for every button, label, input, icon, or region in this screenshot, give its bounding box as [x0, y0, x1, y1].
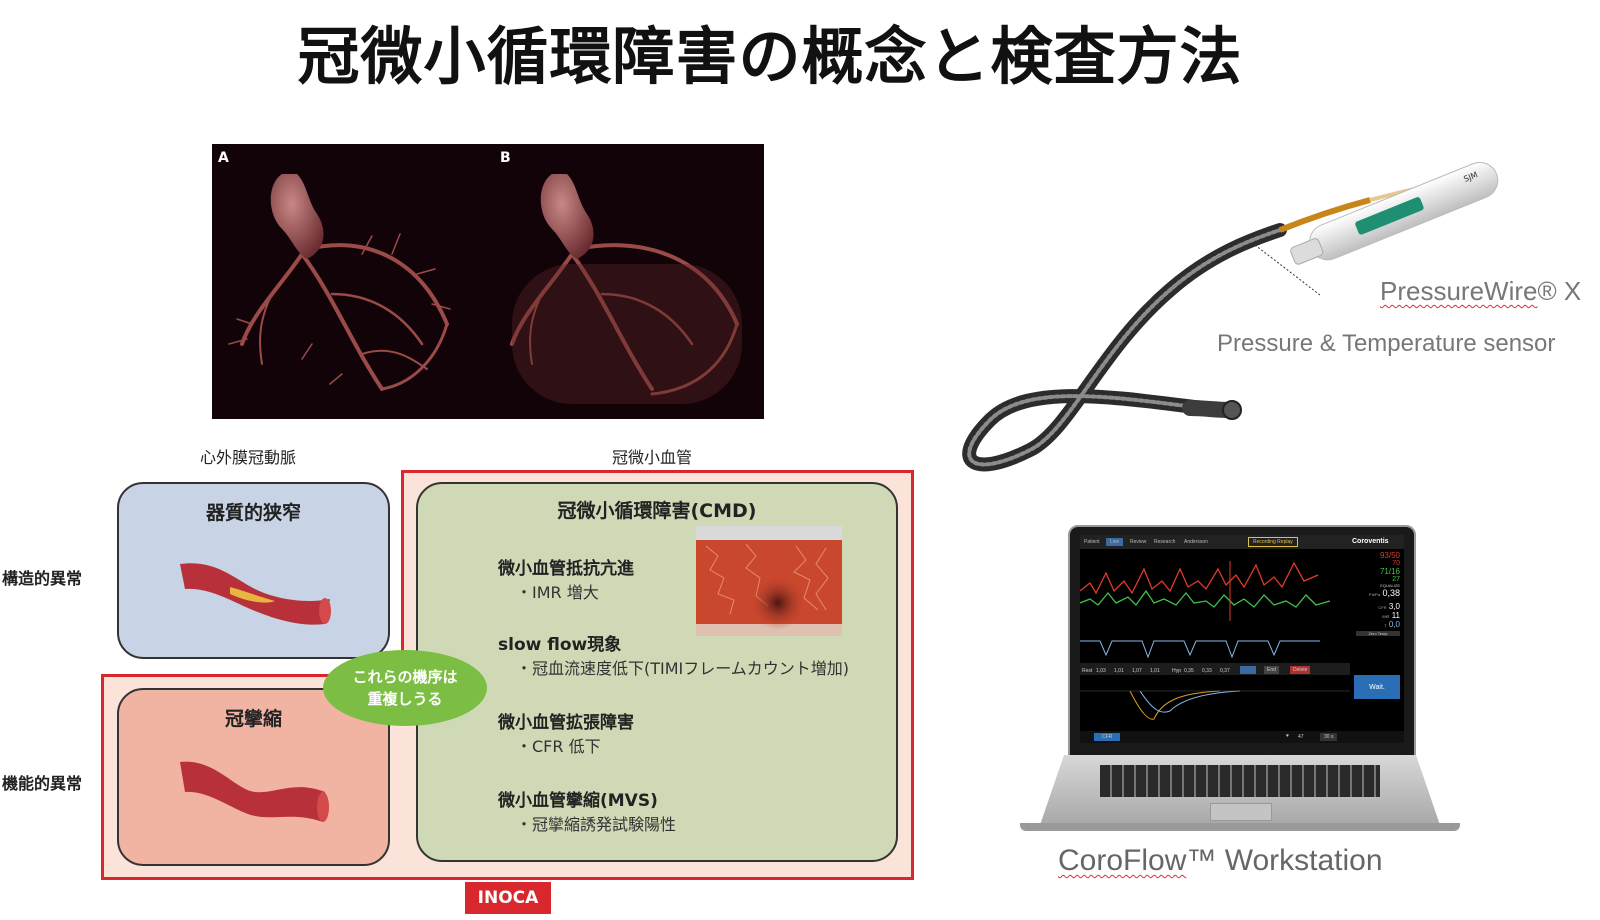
sensor-label: Pressure & Temperature sensor	[1217, 330, 1556, 357]
cmd-title: 冠微小循環障害(CMD)	[557, 500, 757, 522]
hyp-value: 0,33	[1202, 668, 1212, 674]
cfr-value: 3,0	[1388, 602, 1400, 611]
cmd-item: 微小血管拡張障害 ・CFR 低下	[498, 708, 634, 757]
rest-value: 1,03	[1096, 668, 1106, 674]
coroflow-label: CoroFlow™ Workstation	[1058, 844, 1383, 878]
organic-stenosis-card: 器質的狭窄	[117, 482, 390, 659]
cmd-item-sub: ・冠血流速度低下(TIMIフレームカウント増加)	[516, 659, 850, 678]
column-label-microvascular: 冠微小血管	[612, 448, 693, 467]
monitor-tab[interactable]: Patient	[1084, 539, 1100, 545]
monitor-top-bar: Patient Live Review Research Andersson R…	[1080, 535, 1404, 549]
spasm-vessel-illustration	[180, 761, 329, 822]
pressure-wire-illustration: SJM	[962, 161, 1499, 472]
equalize-button[interactable]: EQUALIZE	[1380, 583, 1400, 588]
monitor-tab[interactable]: Live	[1106, 538, 1124, 546]
coroflow-suffix: ™ Workstation	[1186, 844, 1383, 877]
distal-mean: 27	[1392, 576, 1400, 583]
coroflow-name: CoroFlow	[1058, 844, 1187, 877]
recording-replay-button[interactable]: Recording Replay	[1248, 537, 1298, 547]
monitor-user: Andersson	[1184, 539, 1208, 545]
vasospasm-card: 冠攣縮	[117, 688, 390, 866]
distal-pressure: 71/16	[1379, 567, 1400, 576]
hyp-value: 0,35	[1184, 668, 1194, 674]
coronary-image-panel: A B	[212, 144, 764, 419]
monitor-bottom-bar: CFR ♥ 47 30 s	[1080, 731, 1404, 743]
laptop-keyboard-base	[1040, 755, 1440, 825]
mode-select[interactable]: CFR	[1094, 733, 1121, 741]
pdpa-label: Pd/Pa	[1369, 592, 1380, 597]
panel-label-b: B	[500, 150, 511, 166]
vasospasm-title: 冠攣縮	[224, 708, 282, 730]
marker-button[interactable]	[1240, 666, 1256, 674]
t-label: T	[1384, 623, 1387, 628]
cmd-item-sub: ・CFR 低下	[516, 737, 601, 756]
overlap-note-badge: これらの機序は 重複しうる	[323, 650, 487, 726]
cmd-card: 冠微小循環障害(CMD) 微小血管抵抗亢進 ・IMR 増大 slow flow現…	[416, 482, 898, 862]
wait-button[interactable]: Wait.	[1354, 675, 1400, 699]
duration-select[interactable]: 30 s	[1320, 733, 1338, 741]
monitor-values-panel: 93/50 70 71/16 27 EQUALIZE Pd/Pa 0,38 CF…	[1352, 551, 1404, 701]
coronary-tree-illustration	[228, 174, 742, 404]
waveform-display	[1080, 561, 1350, 720]
rest-value: 1,01	[1114, 668, 1124, 674]
cmd-item-title: slow flow現象	[498, 635, 622, 655]
hyp-label: Hyp	[1172, 668, 1181, 674]
cmd-item-sub: ・IMR 増大	[516, 583, 599, 602]
laptop-keyboard	[1100, 765, 1380, 797]
heart-icon: ♥	[1286, 733, 1289, 739]
row-label-structural: 構造的異常	[2, 569, 83, 588]
cmd-item-title: 微小血管拡張障害	[498, 713, 634, 733]
delete-button[interactable]: Delete	[1290, 666, 1311, 674]
panel-label-a: A	[218, 150, 229, 166]
page-title: 冠微小循環障害の概念と検査方法	[297, 20, 1243, 93]
monitor-brand: Coroventis	[1352, 538, 1389, 545]
monitor-tab[interactable]: Review	[1130, 539, 1147, 545]
laptop-bottom-edge	[1020, 823, 1460, 831]
rest-hyp-row: Rest 1,03 1,01 1,07 1,01 Hyp 0,35 0,33 0…	[1080, 665, 1350, 677]
t-value: 0,0	[1388, 620, 1400, 629]
cmd-item-title: 微小血管攣縮(MVS)	[498, 791, 658, 811]
pressure-wire-suffix: ® X	[1537, 276, 1582, 306]
rest-label: Rest	[1082, 668, 1093, 674]
aortic-pressure: 93/50	[1379, 551, 1400, 560]
rest-value: 1,01	[1150, 668, 1160, 674]
cmd-item: 微小血管抵抗亢進 ・IMR 増大	[498, 554, 634, 603]
laptop-trackpad	[1210, 803, 1272, 821]
inoca-label: INOCA	[465, 882, 551, 914]
laptop-illustration: Patient Live Review Research Andersson R…	[1020, 525, 1460, 855]
aortic-mean: 70	[1392, 560, 1400, 567]
laptop-screen: Patient Live Review Research Andersson R…	[1068, 525, 1416, 759]
cmd-item-title: 微小血管抵抗亢進	[498, 559, 634, 579]
organic-stenosis-title: 器質的狭窄	[205, 502, 301, 524]
column-label-epicardial: 心外膜冠動脈	[200, 448, 297, 467]
monitor-display: Patient Live Review Research Andersson R…	[1080, 535, 1404, 743]
row-label-functional: 機能的異常	[2, 774, 83, 793]
cmd-item-sub: ・冠攣縮誘発試験陽性	[516, 815, 677, 834]
hyp-value: 0,37	[1220, 668, 1230, 674]
rest-value: 1,07	[1132, 668, 1142, 674]
end-button[interactable]: End	[1264, 666, 1279, 674]
imr-value: 11	[1391, 611, 1400, 620]
pressure-wire-name: PressureWire® X	[1380, 276, 1581, 307]
stenosis-vessel-illustration	[180, 563, 331, 625]
overlap-note-line2: 重複しうる	[367, 690, 443, 708]
cmd-item: slow flow現象 ・冠血流速度低下(TIMIフレームカウント増加)	[498, 630, 849, 679]
pdpa-value: 0,38	[1382, 588, 1400, 598]
overlap-note-line1: これらの機序は	[352, 668, 458, 686]
cmd-item: 微小血管攣縮(MVS) ・冠攣縮誘発試験陽性	[498, 786, 676, 835]
zero-temp-button[interactable]: Zero Temp	[1356, 631, 1400, 636]
pressure-wire-name-text: PressureWire	[1380, 276, 1538, 306]
microvessel-illustration	[696, 526, 842, 636]
heart-rate: 47	[1298, 734, 1304, 740]
imr-label: IMR	[1382, 614, 1390, 619]
cfr-label: CFR	[1378, 605, 1387, 610]
monitor-tab[interactable]: Research	[1154, 539, 1176, 545]
